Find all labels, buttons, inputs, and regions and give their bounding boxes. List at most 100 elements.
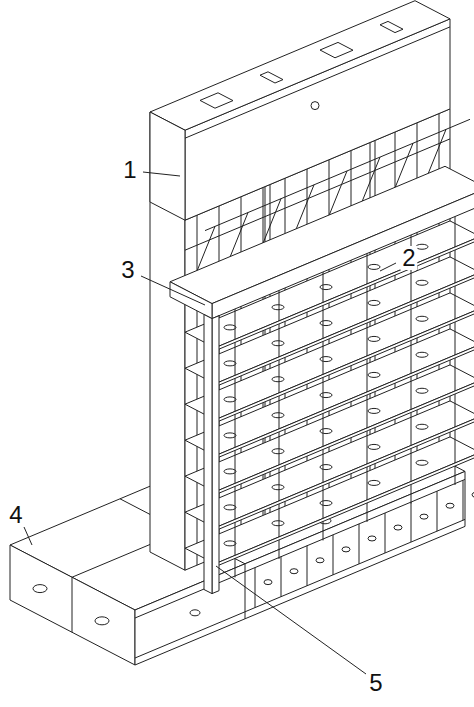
deck-bracket	[367, 392, 368, 428]
deck-opening	[380, 21, 403, 32]
deck-hole	[320, 285, 332, 290]
deck-bracket	[367, 428, 368, 464]
deck-hole	[320, 357, 332, 362]
deck-bracket	[323, 482, 324, 518]
deck-bracket	[235, 447, 236, 483]
deck-hole	[320, 429, 332, 434]
deck-bracket	[367, 284, 368, 320]
deck-bracket	[411, 337, 412, 373]
deck-bracket	[279, 393, 280, 429]
pillar-side	[204, 315, 212, 594]
floor-web	[359, 524, 360, 564]
deck-bracket	[235, 375, 236, 411]
callout-number: 2	[400, 246, 417, 270]
lightening-hole	[342, 547, 350, 552]
deck-hole	[272, 305, 284, 310]
deck-bracket	[323, 338, 324, 374]
lightening-hole	[446, 503, 454, 508]
deck-bracket	[411, 445, 412, 481]
callout-number: 4	[7, 503, 24, 527]
deck-hole	[368, 372, 380, 377]
deck-bracket	[235, 411, 236, 447]
deck-opening	[260, 72, 283, 83]
access-hole	[311, 102, 319, 110]
deck-bracket	[279, 321, 280, 357]
deck-hole	[368, 444, 380, 449]
deck-bracket	[367, 464, 368, 500]
deck-bracket	[455, 283, 456, 319]
deck-bracket	[235, 519, 236, 555]
bulkhead-end-face	[150, 112, 185, 570]
deck-hole	[416, 424, 428, 429]
lightening-hole	[290, 569, 298, 574]
deck-hole	[224, 397, 236, 402]
deck-hole	[416, 352, 428, 357]
leader-line	[141, 276, 205, 305]
deck-bracket	[411, 373, 412, 409]
lightening-hole	[264, 580, 272, 585]
callout-number: 1	[121, 158, 138, 182]
callout-number: 3	[119, 258, 136, 282]
deck-hole	[272, 485, 284, 490]
deck-hole	[224, 361, 236, 366]
deck-bracket	[455, 319, 456, 355]
deck-hole	[320, 501, 332, 506]
top-box-end	[150, 112, 185, 220]
deck-hole	[272, 449, 284, 454]
floor-web	[463, 480, 464, 520]
base-seam	[72, 577, 73, 632]
floor-web	[333, 535, 334, 575]
top-box-deck	[150, 1, 450, 131]
leader-line	[380, 263, 396, 271]
deck-bracket	[455, 427, 456, 463]
leader-line	[143, 172, 180, 176]
deck-bracket	[455, 391, 456, 427]
lightening-hole	[368, 536, 376, 541]
floor-web	[255, 568, 256, 608]
deck-bracket	[323, 410, 324, 446]
deck-hole	[272, 413, 284, 418]
cross-beam-end	[170, 282, 212, 319]
deck-bracket	[411, 265, 412, 301]
deck-bracket	[279, 357, 280, 393]
deck-hole	[416, 316, 428, 321]
deck-hole	[320, 465, 332, 470]
deck-bracket	[411, 409, 412, 445]
floor-web	[385, 513, 386, 553]
lightening-hole	[316, 558, 324, 563]
deck-hole	[224, 433, 236, 438]
deck-hole	[368, 480, 380, 485]
callout-number: 5	[367, 671, 384, 695]
cross-beam-face	[212, 188, 474, 319]
leader-line	[216, 566, 366, 674]
deck-bracket	[235, 483, 236, 519]
deck-bracket	[367, 320, 368, 356]
floor-web	[307, 546, 308, 586]
pillar-face	[212, 316, 219, 594]
deck-hole	[368, 264, 380, 269]
deck-hole	[416, 460, 428, 465]
deck-bracket	[455, 247, 456, 283]
floor-web	[411, 502, 412, 542]
base-end-face	[10, 545, 135, 665]
deck-bracket	[235, 339, 236, 375]
deck-bracket	[323, 302, 324, 338]
deck-hole	[416, 244, 428, 249]
deck-hole	[416, 280, 428, 285]
deck-bracket	[323, 374, 324, 410]
deck-bracket	[455, 355, 456, 391]
lightening-hole	[95, 617, 109, 625]
lightening-hole	[190, 610, 200, 616]
top-box-edge	[185, 27, 450, 138]
floor-web	[281, 557, 282, 597]
deck-opening	[320, 42, 353, 57]
deck-hole	[224, 505, 236, 510]
deck-hole	[272, 341, 284, 346]
deck-bracket	[279, 429, 280, 465]
deck-bracket	[279, 501, 280, 537]
deck-hole	[368, 300, 380, 305]
leader-line	[24, 527, 32, 545]
deck-bracket	[323, 446, 324, 482]
